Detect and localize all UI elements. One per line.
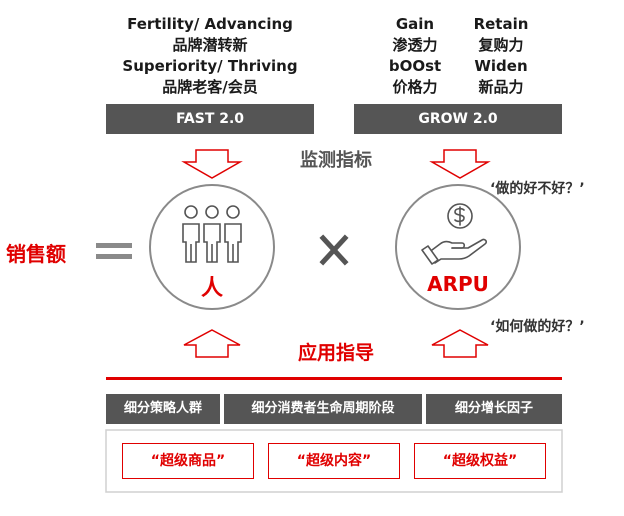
grow-col1-line2: 渗透力 (392, 36, 438, 54)
segment-strategy-people: 细分策略人群 (106, 394, 220, 424)
apply-label: 应用指导 (297, 342, 374, 364)
question-bottom: ‘如何做的好？’ (490, 319, 585, 335)
pill-super-content: “超级内容” (268, 443, 400, 479)
people-icon (182, 205, 242, 263)
red-divider (106, 377, 562, 380)
fast-line-1: Fertility/ Advancing (127, 15, 293, 33)
grow-col-2: Retain 复购力 Widen 新品力 (466, 14, 536, 98)
times-icon (319, 234, 349, 266)
fast-line-2: 品牌潜转新 (172, 36, 248, 54)
grow-col2-line3: Widen (474, 57, 528, 75)
arpu-circle (395, 184, 521, 310)
grow-col1-line1: Gain (395, 15, 435, 33)
grow-col-1: Gain 渗透力 bOOst 价格力 (380, 14, 450, 98)
grow-col1-line4: 价格力 (392, 78, 438, 96)
grow-bar: GROW 2.0 (354, 104, 562, 134)
fast-line-3: Superiority/ Thriving (122, 57, 298, 75)
grow-col2-line4: 新品力 (478, 78, 524, 96)
pill-super-product: “超级商品” (122, 443, 254, 479)
people-label: 人 (200, 276, 223, 301)
down-arrow-left-icon (181, 149, 243, 179)
grow-col1-line3: bOOst (388, 57, 442, 75)
up-arrow-right-icon (431, 329, 489, 358)
fast-bar: FAST 2.0 (106, 104, 314, 134)
arpu-label: ARPU (427, 272, 489, 296)
monitor-label: 监测指标 (300, 150, 372, 171)
grow-col2-line2: 复购力 (478, 36, 524, 54)
segment-lifecycle: 细分消费者生命周期阶段 (224, 394, 422, 424)
coin-hand-icon (421, 203, 488, 265)
pill-super-benefit: “超级权益” (414, 443, 546, 479)
up-arrow-left-icon (183, 329, 241, 358)
sales-label: 销售额 (6, 242, 66, 266)
question-top: ‘做的好不好？’ (490, 181, 585, 197)
fast-line-4: 品牌老客/会员 (162, 78, 258, 96)
fast-heading-block: Fertility/ Advancing 品牌潜转新 Superiority/ … (108, 14, 312, 98)
equals-bar-bottom (96, 254, 132, 259)
down-arrow-right-icon (429, 149, 491, 179)
equals-bar-top (96, 243, 132, 248)
grow-col2-line1: Retain (473, 15, 529, 33)
segment-growth-factor: 细分增长因子 (426, 394, 562, 424)
